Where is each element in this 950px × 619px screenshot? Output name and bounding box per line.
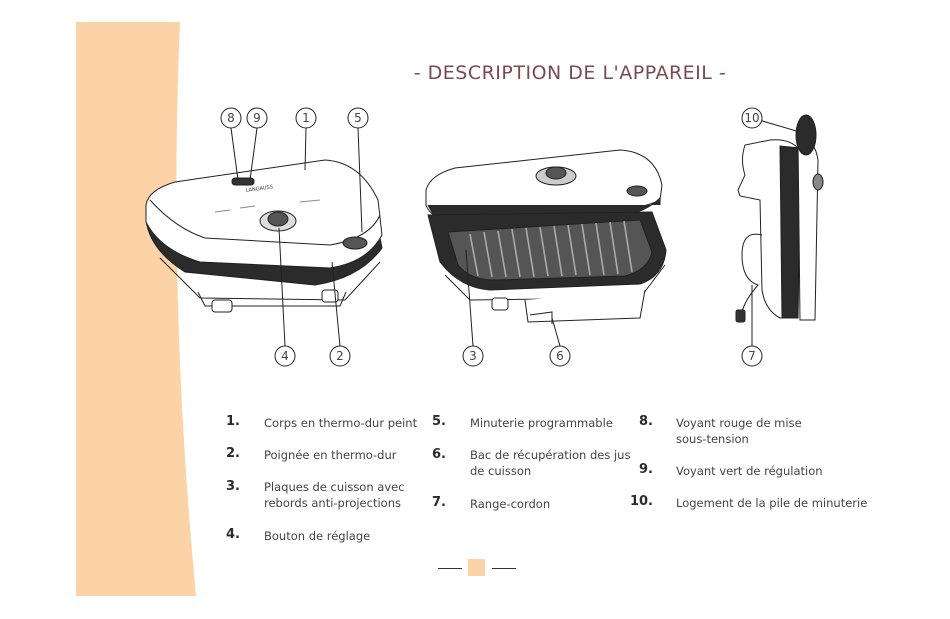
legend-text-9: Voyant vert de régulation (676, 464, 823, 478)
legend-num-2: 2. (226, 446, 240, 461)
legend-text-3: Plaques de cuisson avec rebords anti-pro… (264, 480, 405, 510)
callout-6: 6 (556, 349, 564, 363)
page-marker (468, 559, 485, 576)
callout-7: 7 (748, 349, 756, 363)
legend-text-10: Logement de la pile de minuterie (676, 496, 868, 510)
legend-num-6: 6. (432, 447, 446, 462)
legend-text-1: Corps en thermo-dur peint (264, 416, 418, 430)
legend-text-4: Bouton de réglage (264, 529, 371, 543)
callout-5: 5 (354, 111, 362, 125)
legend-text-2: Poignée en thermo-dur (264, 448, 397, 462)
callout-4: 4 (281, 349, 289, 363)
page-rule-right (492, 568, 516, 569)
callout-2: 2 (336, 349, 344, 363)
legend-num-3: 3. (226, 479, 240, 494)
grill-closed-illustration (145, 107, 383, 367)
legend-num-4: 4. (226, 527, 240, 542)
legend-text-7: Range-cordon (470, 497, 551, 511)
callout-10: 10 (744, 111, 759, 125)
grill-open-illustration (425, 149, 667, 367)
grill-side-illustration (735, 107, 824, 367)
side-band-shape (76, 22, 196, 596)
legend-text-5: Minuterie programmable (470, 416, 613, 430)
legend-num-1: 1. (226, 414, 240, 429)
legend-text-8: Voyant rouge de mise sous-tension (676, 416, 802, 446)
brand-label: LANGAUSS (245, 184, 273, 194)
legend-text-6: Bac de récupération des jus de cuisson (470, 448, 631, 478)
callout-8: 8 (227, 111, 235, 125)
page-title: - DESCRIPTION DE L'APPAREIL - (413, 62, 727, 84)
callout-1: 1 (302, 111, 310, 125)
legend-num-9: 9. (639, 462, 653, 477)
legend-num-5: 5. (432, 414, 446, 429)
legend-num-7: 7. (432, 495, 446, 510)
callout-9: 9 (253, 111, 261, 125)
legend-num-10: 10. (629, 494, 653, 509)
page-rule-left (438, 568, 462, 569)
side-color-band (76, 22, 196, 596)
legend-num-8: 8. (639, 414, 653, 429)
callout-3: 3 (469, 349, 477, 363)
